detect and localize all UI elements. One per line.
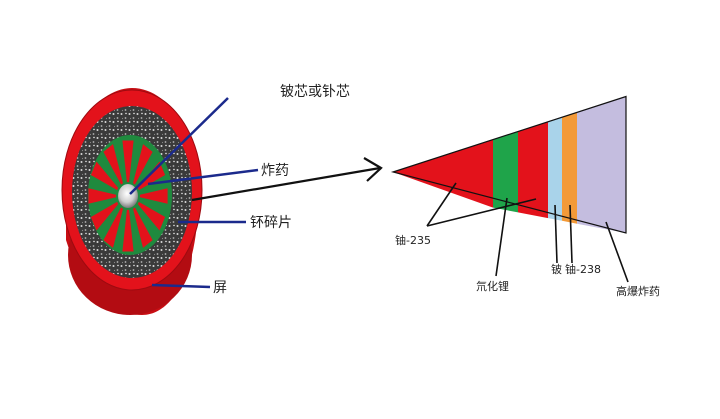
fragment-spoke bbox=[140, 188, 168, 204]
fragment-spoke bbox=[137, 201, 166, 231]
layer-u235-outer bbox=[518, 121, 548, 219]
label-core: 铍芯或钋芯 bbox=[280, 84, 350, 100]
label-explosive: 炸药 bbox=[261, 163, 289, 179]
fragment-spoke bbox=[90, 161, 119, 191]
wedge-detail bbox=[390, 95, 627, 234]
bomb-cross-section bbox=[61, 88, 203, 315]
layer-u235-inner bbox=[393, 139, 493, 208]
layer-high-explosive bbox=[577, 96, 626, 233]
zoom-arrow bbox=[191, 157, 383, 202]
layer-lithium-deuteride bbox=[493, 131, 518, 213]
fragment-spoke bbox=[103, 207, 123, 248]
fragment-spoke bbox=[122, 209, 134, 252]
fragment-spokes bbox=[88, 140, 168, 252]
left-pointers bbox=[129, 97, 259, 289]
label-lithium-deuteride: 氘化锂 bbox=[476, 279, 509, 293]
label-fragments: 钚碎片 bbox=[250, 215, 292, 231]
label-high-explosive: 高爆炸药 bbox=[616, 284, 660, 298]
label-u235: 铀-235 bbox=[395, 233, 431, 247]
pointer-high-explosive bbox=[605, 221, 629, 283]
fragment-spoke bbox=[133, 144, 153, 185]
fragment-spoke bbox=[133, 207, 153, 248]
layer-u238 bbox=[562, 112, 577, 224]
fragment-spoke bbox=[137, 161, 166, 191]
fragment-spoke bbox=[103, 144, 123, 185]
right-pointers bbox=[426, 182, 629, 283]
pointer-explosive bbox=[147, 168, 259, 186]
pointer-lithium bbox=[495, 197, 508, 277]
fragment-spoke bbox=[122, 140, 134, 183]
pointer-shell bbox=[151, 283, 211, 289]
pointer-beryllium bbox=[554, 204, 558, 264]
wedge-outline bbox=[390, 95, 627, 234]
fragment-spoke bbox=[88, 188, 116, 204]
pointer-u235-a bbox=[426, 182, 457, 227]
layer-beryllium bbox=[548, 117, 562, 221]
pointer-u235-b bbox=[426, 198, 537, 227]
pointer-u238 bbox=[569, 204, 573, 264]
label-u238: 铀-238 bbox=[565, 262, 601, 276]
fragment-spoke bbox=[90, 201, 119, 231]
pointer-core bbox=[129, 97, 229, 195]
label-beryllium: 铍 bbox=[551, 263, 562, 276]
label-shell: 屏 bbox=[213, 280, 227, 296]
